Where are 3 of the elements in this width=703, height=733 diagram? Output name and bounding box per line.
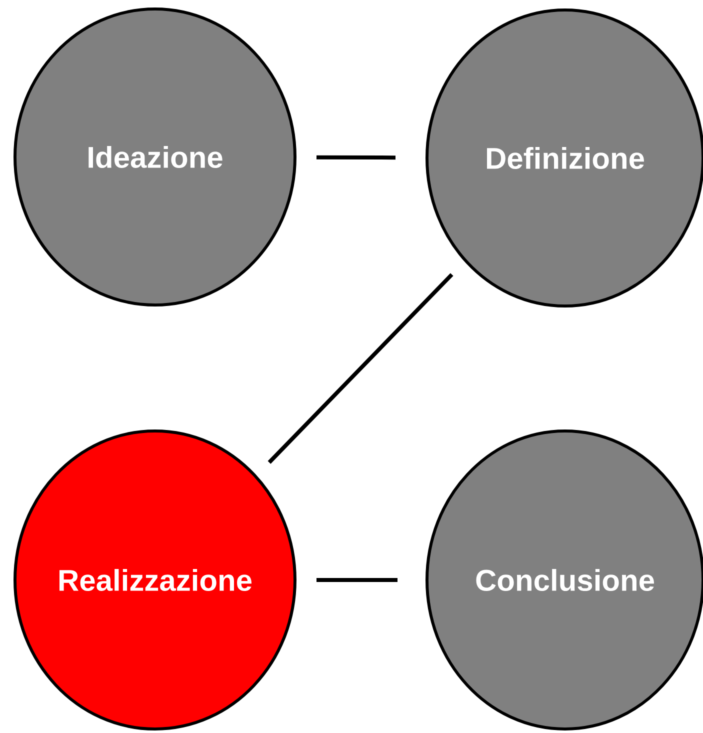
connector-line bbox=[268, 273, 454, 464]
connector-line bbox=[316, 578, 398, 582]
connector-line bbox=[316, 155, 396, 160]
